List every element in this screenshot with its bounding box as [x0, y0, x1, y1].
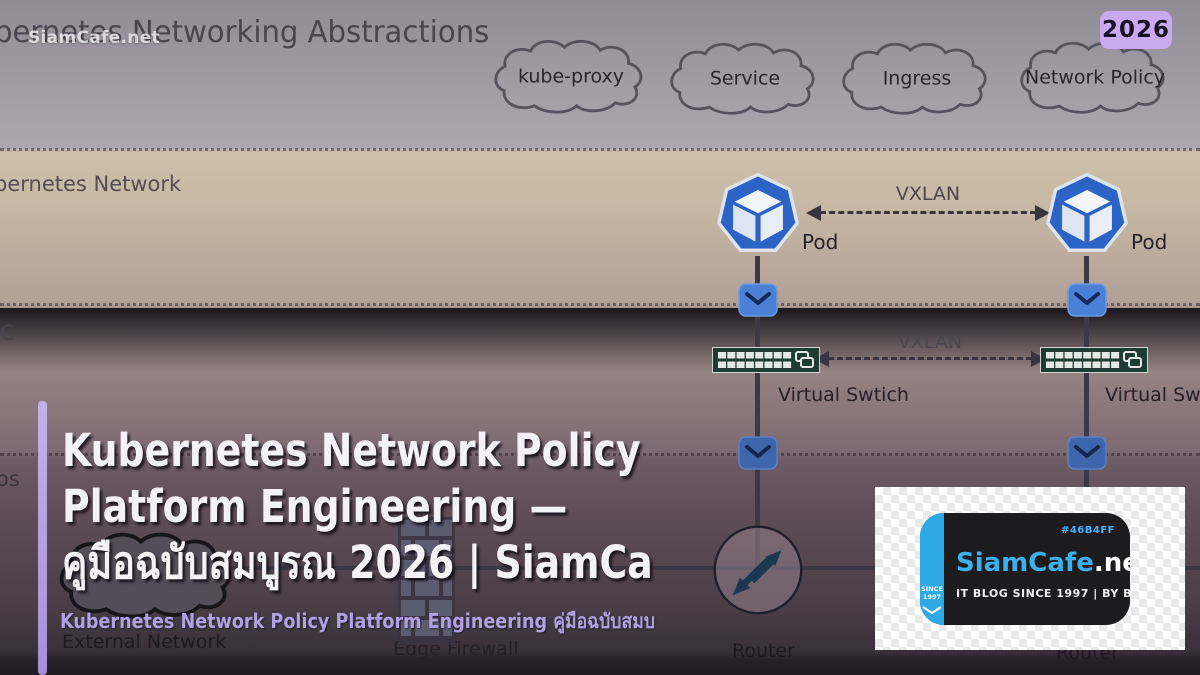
firewall-icon: [398, 517, 455, 645]
brand-name-suffix: .net: [1093, 548, 1130, 578]
logo-card-background: #46B4FF SiamCafe.net IT BLOG SINCE 1997 …: [875, 487, 1185, 650]
brand-name-primary: SiamCafe: [956, 548, 1094, 578]
pod-label: Pod: [802, 230, 839, 254]
band-separator-2: [0, 303, 1200, 306]
interface-icon: [738, 283, 778, 317]
cloud-label: kube-proxy: [517, 65, 625, 88]
vxlan-label: VXLAN: [897, 331, 963, 353]
logo-card: #46B4FF SiamCafe.net IT BLOG SINCE 1997 …: [920, 513, 1130, 625]
pod-icon: [1044, 172, 1130, 258]
logo-blue-stripe: [920, 513, 944, 625]
cloud-icon: [1020, 41, 1165, 114]
virtual-switch-icon: [1040, 347, 1148, 373]
external-network-cloud-icon: [56, 526, 241, 628]
chevron-down-icon: [922, 606, 942, 615]
diagram-title: bernetes Networking Abstractions: [0, 15, 490, 50]
pod-label: Pod: [1131, 230, 1168, 254]
band-separator-3: [0, 453, 1200, 456]
brand-tagline: IT BLOG SINCE 1997 | BY BOM: [956, 587, 1130, 600]
interface-icon: [1067, 436, 1107, 470]
band-label-kubernetes-network: bernetes Network: [0, 172, 182, 196]
cloud-label: Service: [709, 67, 781, 90]
since-line2: 1997: [922, 592, 942, 601]
pod-icon: [715, 172, 801, 258]
interface-icon: [1067, 283, 1107, 317]
since-label: SINCE 1997: [920, 585, 944, 601]
page-title-line3: คูมือฉบับสมบูรณ 2026 | SiamCa: [62, 536, 653, 589]
cloud-icon: [842, 42, 987, 115]
connector-line-left: [755, 256, 760, 566]
brand-name: SiamCafe.net: [956, 548, 1130, 578]
arrowhead-left: [806, 205, 821, 221]
cloud-service: Service: [667, 41, 823, 119]
arrowhead-right: [1035, 205, 1050, 221]
cloud-ingress: Ingress: [839, 41, 995, 119]
vxlan-label: VXLAN: [895, 183, 961, 205]
cloud-network-policy: Network Policy: [1014, 40, 1176, 118]
cloud-label: Network Policy: [1024, 66, 1166, 89]
virtual-switch-icon: [712, 347, 820, 373]
vxlan-arrow: [806, 205, 1050, 221]
watermark-text: SiamCafe.net: [28, 28, 160, 48]
band-label-fragment: os: [0, 467, 20, 491]
router-label: Router: [732, 640, 795, 662]
band-label-vpc-fragment: C: [0, 321, 15, 345]
interface-icon: [738, 436, 778, 470]
page-subtitle: Kubernetes Network Policy Platform Engin…: [60, 609, 655, 633]
cloud-label: Ingress: [882, 67, 952, 90]
connector-line-right: [1084, 256, 1089, 566]
vxlan-arrow: [814, 351, 1046, 367]
title-accent-bar: [38, 401, 47, 675]
cloud-kube-proxy: kube-proxy: [487, 38, 655, 118]
cloud-icon: [494, 40, 643, 114]
since-line1: SINCE: [921, 584, 943, 593]
year-badge: 2026: [1100, 11, 1172, 49]
router-icon: [711, 523, 805, 617]
cloud-icon: [670, 42, 815, 115]
virtual-switch-label: Virtual Swtich: [1105, 384, 1200, 406]
band-separator-1: [0, 148, 1200, 151]
external-network-label: External Network: [62, 631, 227, 653]
page-title-line1: Kubernetes Network Policy: [62, 424, 641, 477]
page-title-line2: Platform Engineering —: [62, 480, 568, 533]
brand-hex-label: #46B4FF: [1060, 525, 1115, 536]
virtual-switch-label: Virtual Swtich: [778, 384, 909, 406]
